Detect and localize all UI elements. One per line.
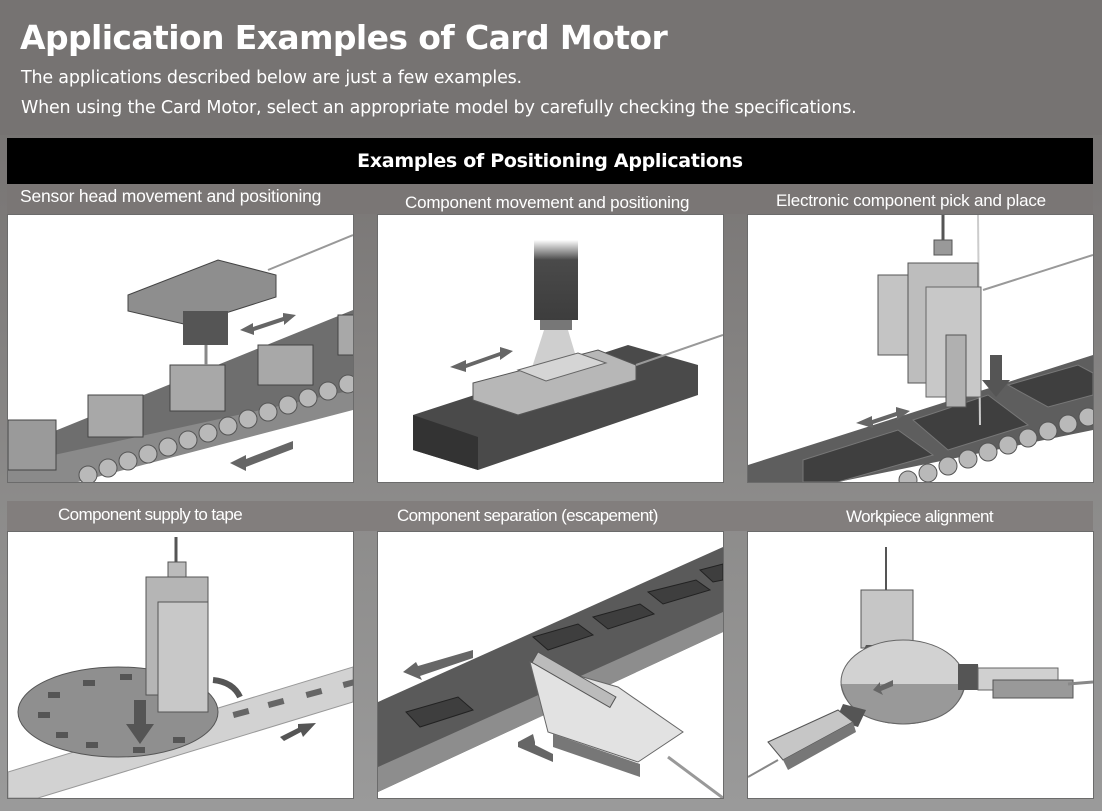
caption-strip-row-1 [7, 184, 1093, 214]
example-panel-workpiece-alignment [747, 531, 1094, 799]
example-caption: Component separation (escapement) [397, 506, 658, 525]
example-caption: Workpiece alignment [846, 507, 994, 526]
page-title: Application Examples of Card Motor [20, 18, 668, 57]
example-caption: Component supply to tape [58, 505, 243, 524]
page-subtitle-line-2: When using the Card Motor, select an app… [21, 98, 857, 118]
rotary-disc-tape-illustration [8, 537, 353, 798]
escapement-conveyor-illustration [378, 547, 723, 798]
camera-stage-illustration [413, 240, 723, 470]
section-banner: Examples of Positioning Applications [7, 138, 1093, 184]
pick-and-place-illustration [748, 215, 1093, 482]
sensor-head-conveyor-illustration [8, 234, 353, 482]
example-panel-sensor-head [7, 214, 354, 483]
three-axis-alignment-illustration [748, 547, 1093, 778]
caption-strip-row-2 [7, 501, 1093, 531]
example-panel-pick-and-place [747, 214, 1094, 483]
example-panel-component-positioning [377, 214, 724, 483]
example-panel-escapement [377, 531, 724, 799]
example-caption: Sensor head movement and positioning [20, 186, 322, 206]
example-panel-supply-to-tape [7, 531, 354, 799]
example-caption: Component movement and positioning [405, 193, 690, 212]
example-caption: Electronic component pick and place [776, 191, 1046, 210]
page-header: Application Examples of Card Motor The a… [0, 0, 1102, 135]
page-subtitle-line-1: The applications described below are jus… [21, 68, 522, 88]
